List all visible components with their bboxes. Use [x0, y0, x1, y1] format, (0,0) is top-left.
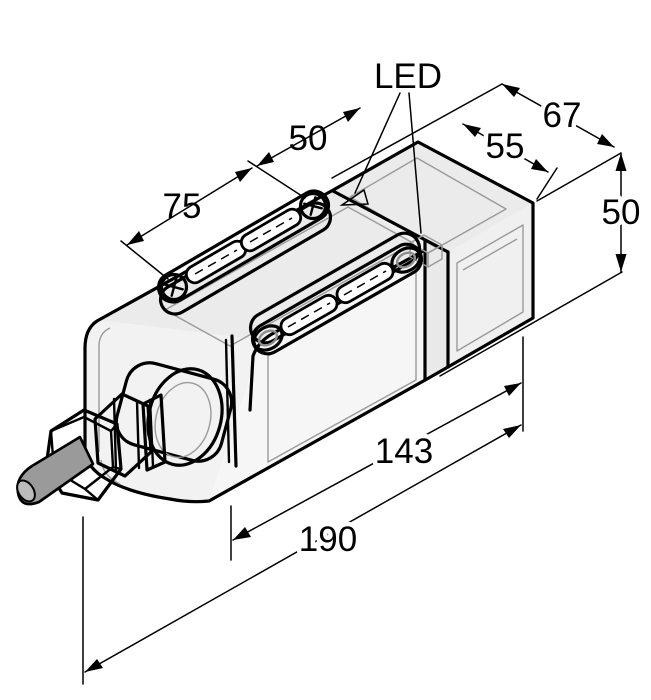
body-right-face: [209, 250, 425, 501]
dim-143-label: 143: [375, 432, 433, 471]
bracket-screw-hole: [390, 246, 422, 274]
bracket-slot: [239, 207, 303, 253]
dim-55: 55: [462, 123, 558, 200]
dim-143: 143: [230, 336, 524, 561]
mounting-bracket-top: [156, 189, 333, 316]
dim-50-height-label: 50: [602, 193, 641, 232]
dim-190-label: 190: [299, 520, 357, 559]
dim-75: 75: [120, 160, 306, 280]
led-annotation: LED: [354, 57, 442, 234]
dim-75-label: 75: [163, 187, 202, 226]
dim-50-height: 50: [439, 152, 645, 377]
cable: [16, 435, 95, 506]
bracket-screw-hole: [252, 324, 284, 352]
bracket-screw-hole: [298, 191, 328, 221]
body-outline: [83, 140, 535, 504]
dim-50-top-label: 50: [289, 119, 328, 158]
cable-tip: [16, 479, 36, 503]
led-mark-triangle: [339, 188, 369, 206]
dim-67-label: 67: [543, 96, 582, 135]
dim-50-top: 50: [256, 83, 503, 179]
head-right-face: [448, 203, 533, 367]
sensor-body: [16, 140, 535, 506]
dim-55-label: 55: [486, 127, 525, 166]
dim-67: 67: [501, 83, 622, 202]
head-top-face: [333, 142, 533, 252]
dim-190: 190: [82, 424, 522, 685]
bracket-screw-hole: [159, 272, 189, 302]
led-label: LED: [374, 57, 442, 96]
head-front-face: [425, 241, 448, 380]
mounting-bracket-side: [248, 231, 424, 356]
lens-inner-ring: [154, 381, 212, 459]
